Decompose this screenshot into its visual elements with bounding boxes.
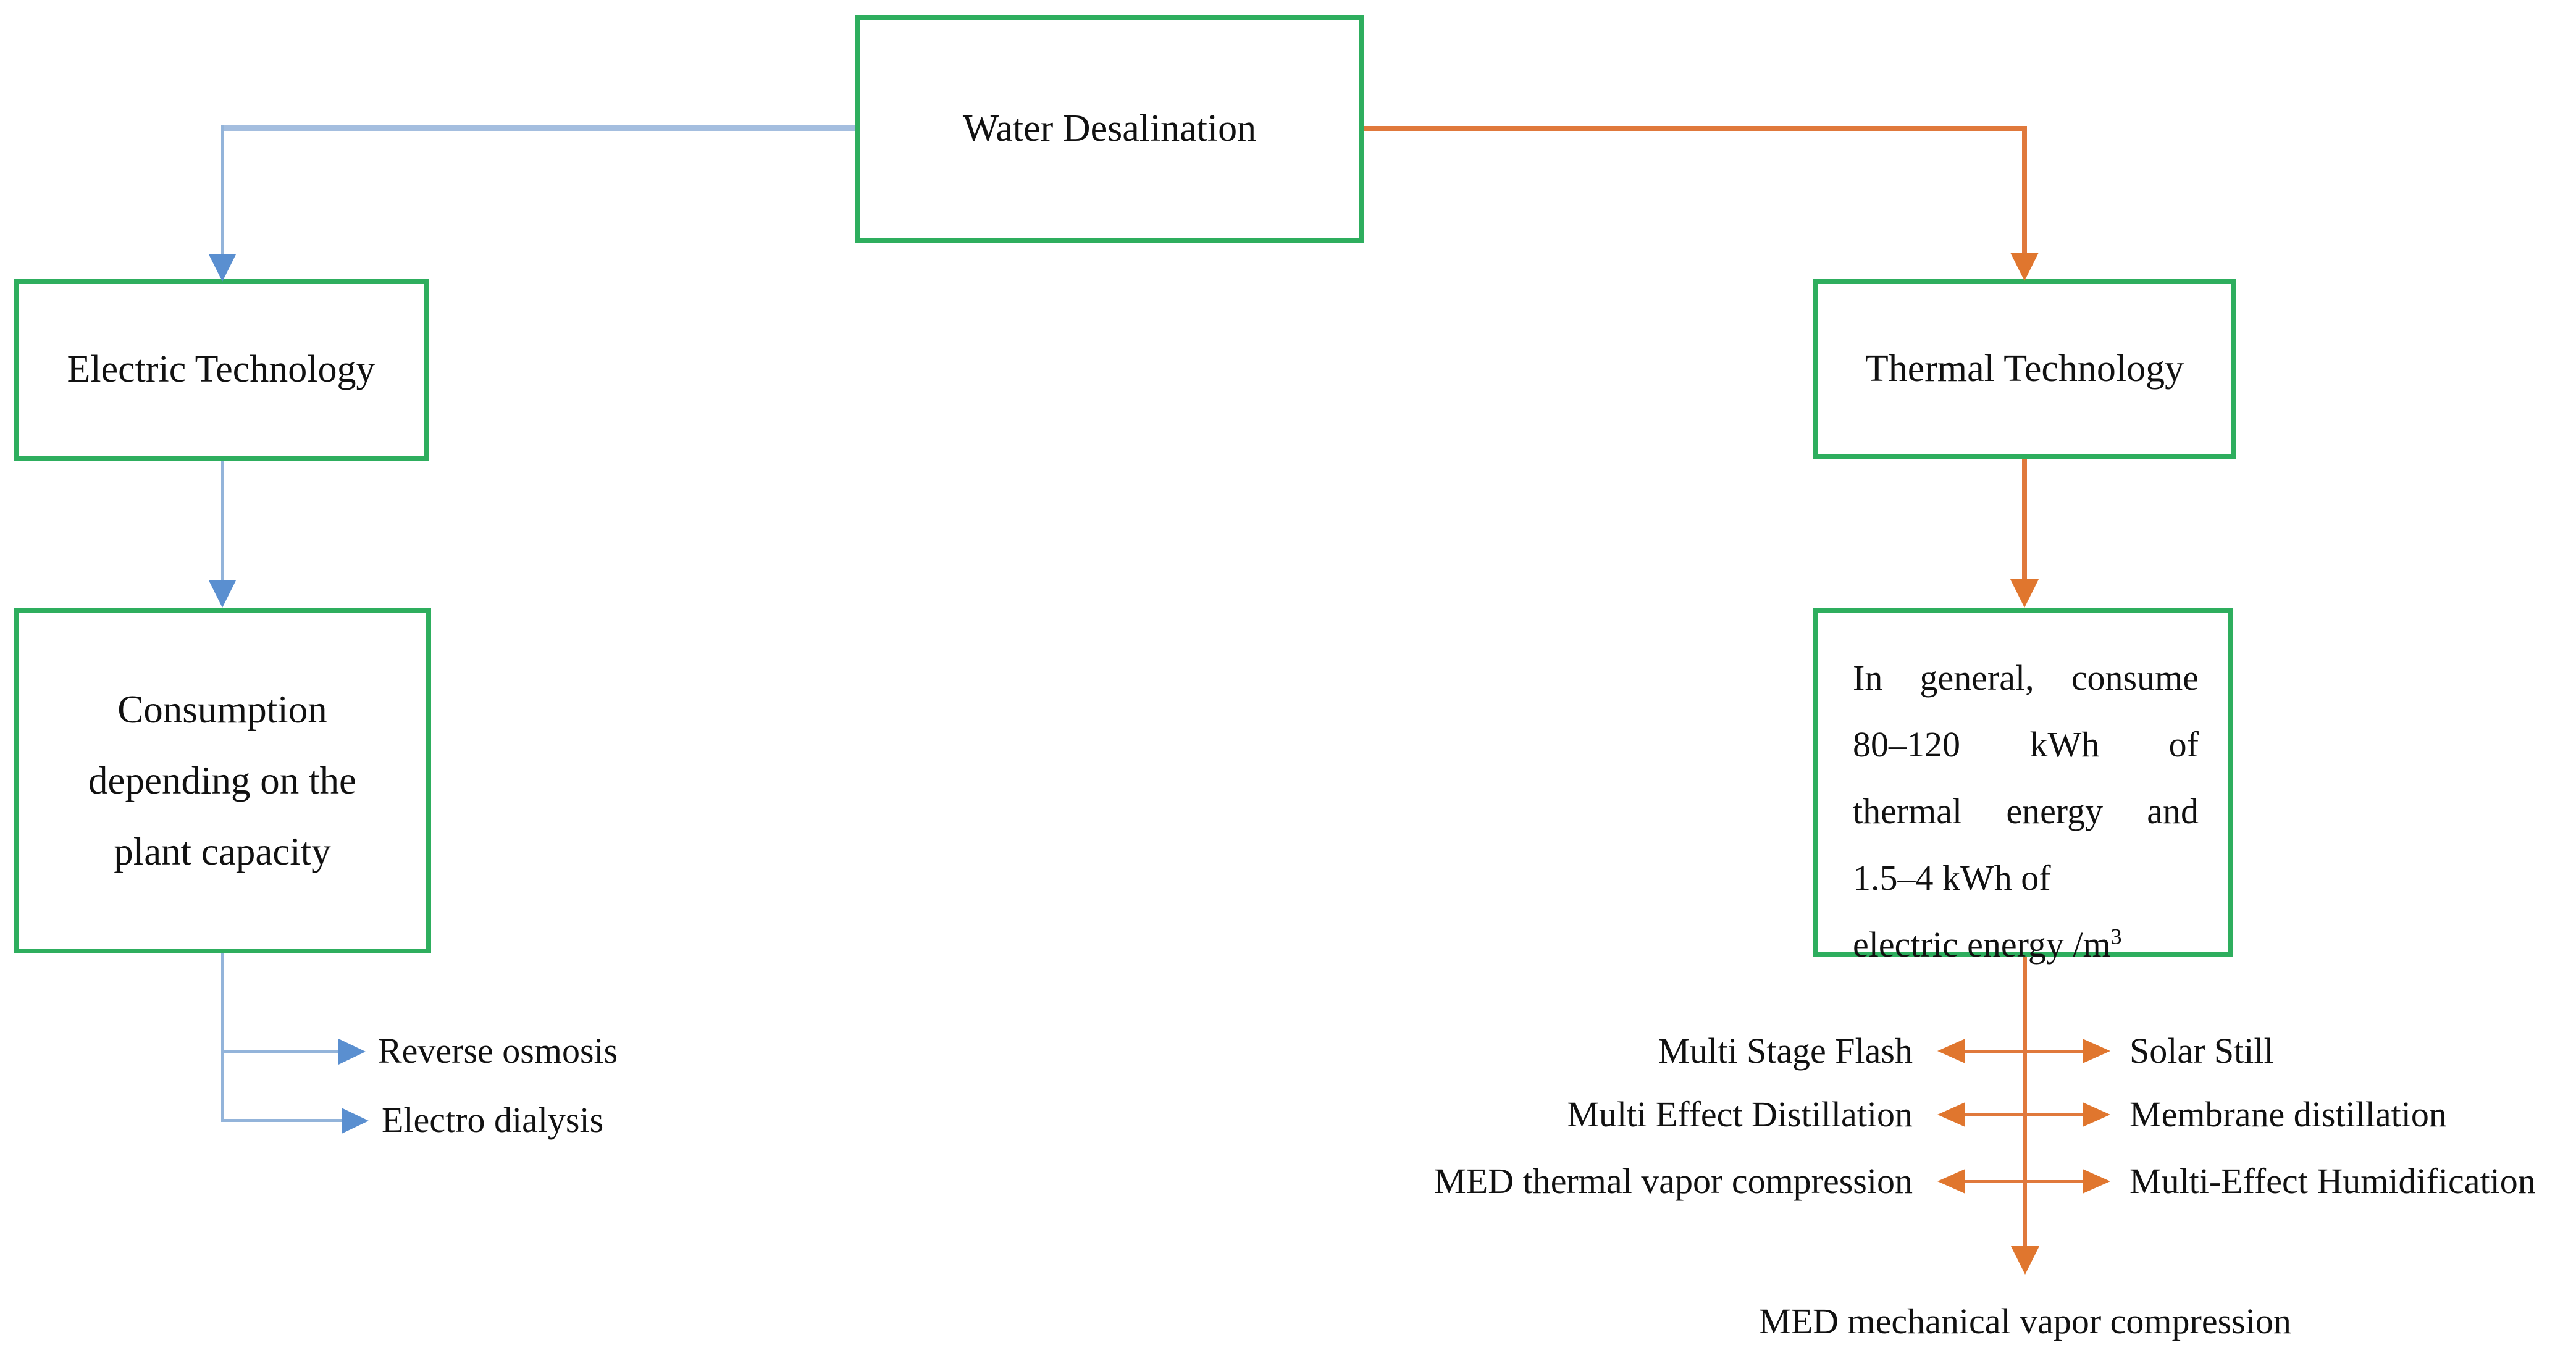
detail-line-1: In general, consume: [1853, 658, 2199, 698]
arrowhead-row1-left-icon: [1937, 1039, 1965, 1063]
detail-superscript: 3: [2110, 924, 2122, 949]
connector-thermal-to-detail: [2022, 459, 2027, 579]
consumption-line-3: plant capacity: [114, 829, 331, 873]
leaf-multi-stage-flash: Multi Stage Flash: [1658, 1031, 1913, 1071]
arrowhead-row2-right-icon: [2083, 1102, 2110, 1127]
consumption-line-1: Consumption: [117, 687, 327, 731]
connector-root-to-thermal-vertical: [2022, 126, 2027, 254]
consumption-line-2: depending on the: [88, 758, 356, 802]
connector-row3-horizontal: [1964, 1180, 2083, 1183]
arrowhead-electro-dialysis-icon: [342, 1108, 369, 1134]
leaf-med-mechanical-vapor-compression: MED mechanical vapor compression: [1759, 1301, 2291, 1341]
connector-row2-horizontal: [1964, 1113, 2083, 1116]
connector-detail-leaves-vertical: [2023, 957, 2027, 1247]
leaf-multi-effect-humidification: Multi-Effect Humidification: [2129, 1161, 2536, 1201]
arrowhead-row1-right-icon: [2083, 1039, 2110, 1063]
arrowhead-into-thermal-icon: [2010, 253, 2039, 281]
detail-line-2: 80–120 kWh of: [1853, 724, 2199, 764]
connector-row1-horizontal: [1964, 1050, 2083, 1053]
node-thermal-consumption-detail: In general, consume 80–120 kWh of therma…: [1813, 608, 2233, 965]
arrowhead-into-detail-icon: [2010, 579, 2039, 608]
connector-electric-to-consumption: [221, 461, 224, 580]
connector-electro-dialysis-horizontal: [221, 1119, 342, 1122]
connector-consumption-leaves-vertical: [221, 953, 224, 1121]
detail-line-4: 1.5–4 kWh of: [1853, 858, 2051, 898]
node-water-desalination: Water Desalination: [855, 15, 1364, 243]
leaf-reverse-osmosis: Reverse osmosis: [378, 1031, 618, 1071]
connector-root-to-thermal-horizontal: [1364, 126, 2027, 131]
leaf-membrane-distillation: Membrane distillation: [2129, 1094, 2447, 1134]
arrowhead-into-consumption-icon: [209, 580, 236, 608]
connector-root-to-electric-vertical: [221, 125, 224, 256]
arrowhead-row3-right-icon: [2083, 1169, 2110, 1194]
connector-reverse-osmosis-horizontal: [221, 1050, 338, 1053]
leaf-electro-dialysis: Electro dialysis: [382, 1100, 604, 1140]
node-electric-technology: Electric Technology: [14, 279, 429, 461]
node-thermal-technology: Thermal Technology: [1813, 279, 2236, 459]
detail-line-5: electric energy /m3: [1853, 911, 2199, 978]
leaf-multi-effect-distillation: Multi Effect Distillation: [1567, 1094, 1913, 1134]
node-electric-technology-label: Electric Technology: [67, 348, 375, 391]
arrowhead-med-mechanical-icon: [2011, 1246, 2039, 1275]
node-consumption: Consumption depending on the plant capac…: [14, 608, 431, 953]
leaf-med-thermal-vapor-compression: MED thermal vapor compression: [1434, 1161, 1913, 1201]
connector-root-to-electric-horizontal: [221, 125, 855, 131]
arrowhead-into-electric-icon: [209, 254, 236, 282]
detail-line-3: thermal energy and: [1853, 791, 2199, 831]
leaf-solar-still: Solar Still: [2129, 1031, 2274, 1071]
arrowhead-row2-left-icon: [1937, 1102, 1965, 1127]
node-thermal-technology-label: Thermal Technology: [1865, 348, 2184, 390]
node-water-desalination-label: Water Desalination: [962, 107, 1257, 150]
node-consumption-label: Consumption depending on the plant capac…: [88, 674, 356, 887]
detail-line-5-text: electric energy /m: [1853, 924, 2111, 965]
arrowhead-row3-left-icon: [1937, 1169, 1965, 1194]
arrowhead-reverse-osmosis-icon: [338, 1039, 366, 1065]
